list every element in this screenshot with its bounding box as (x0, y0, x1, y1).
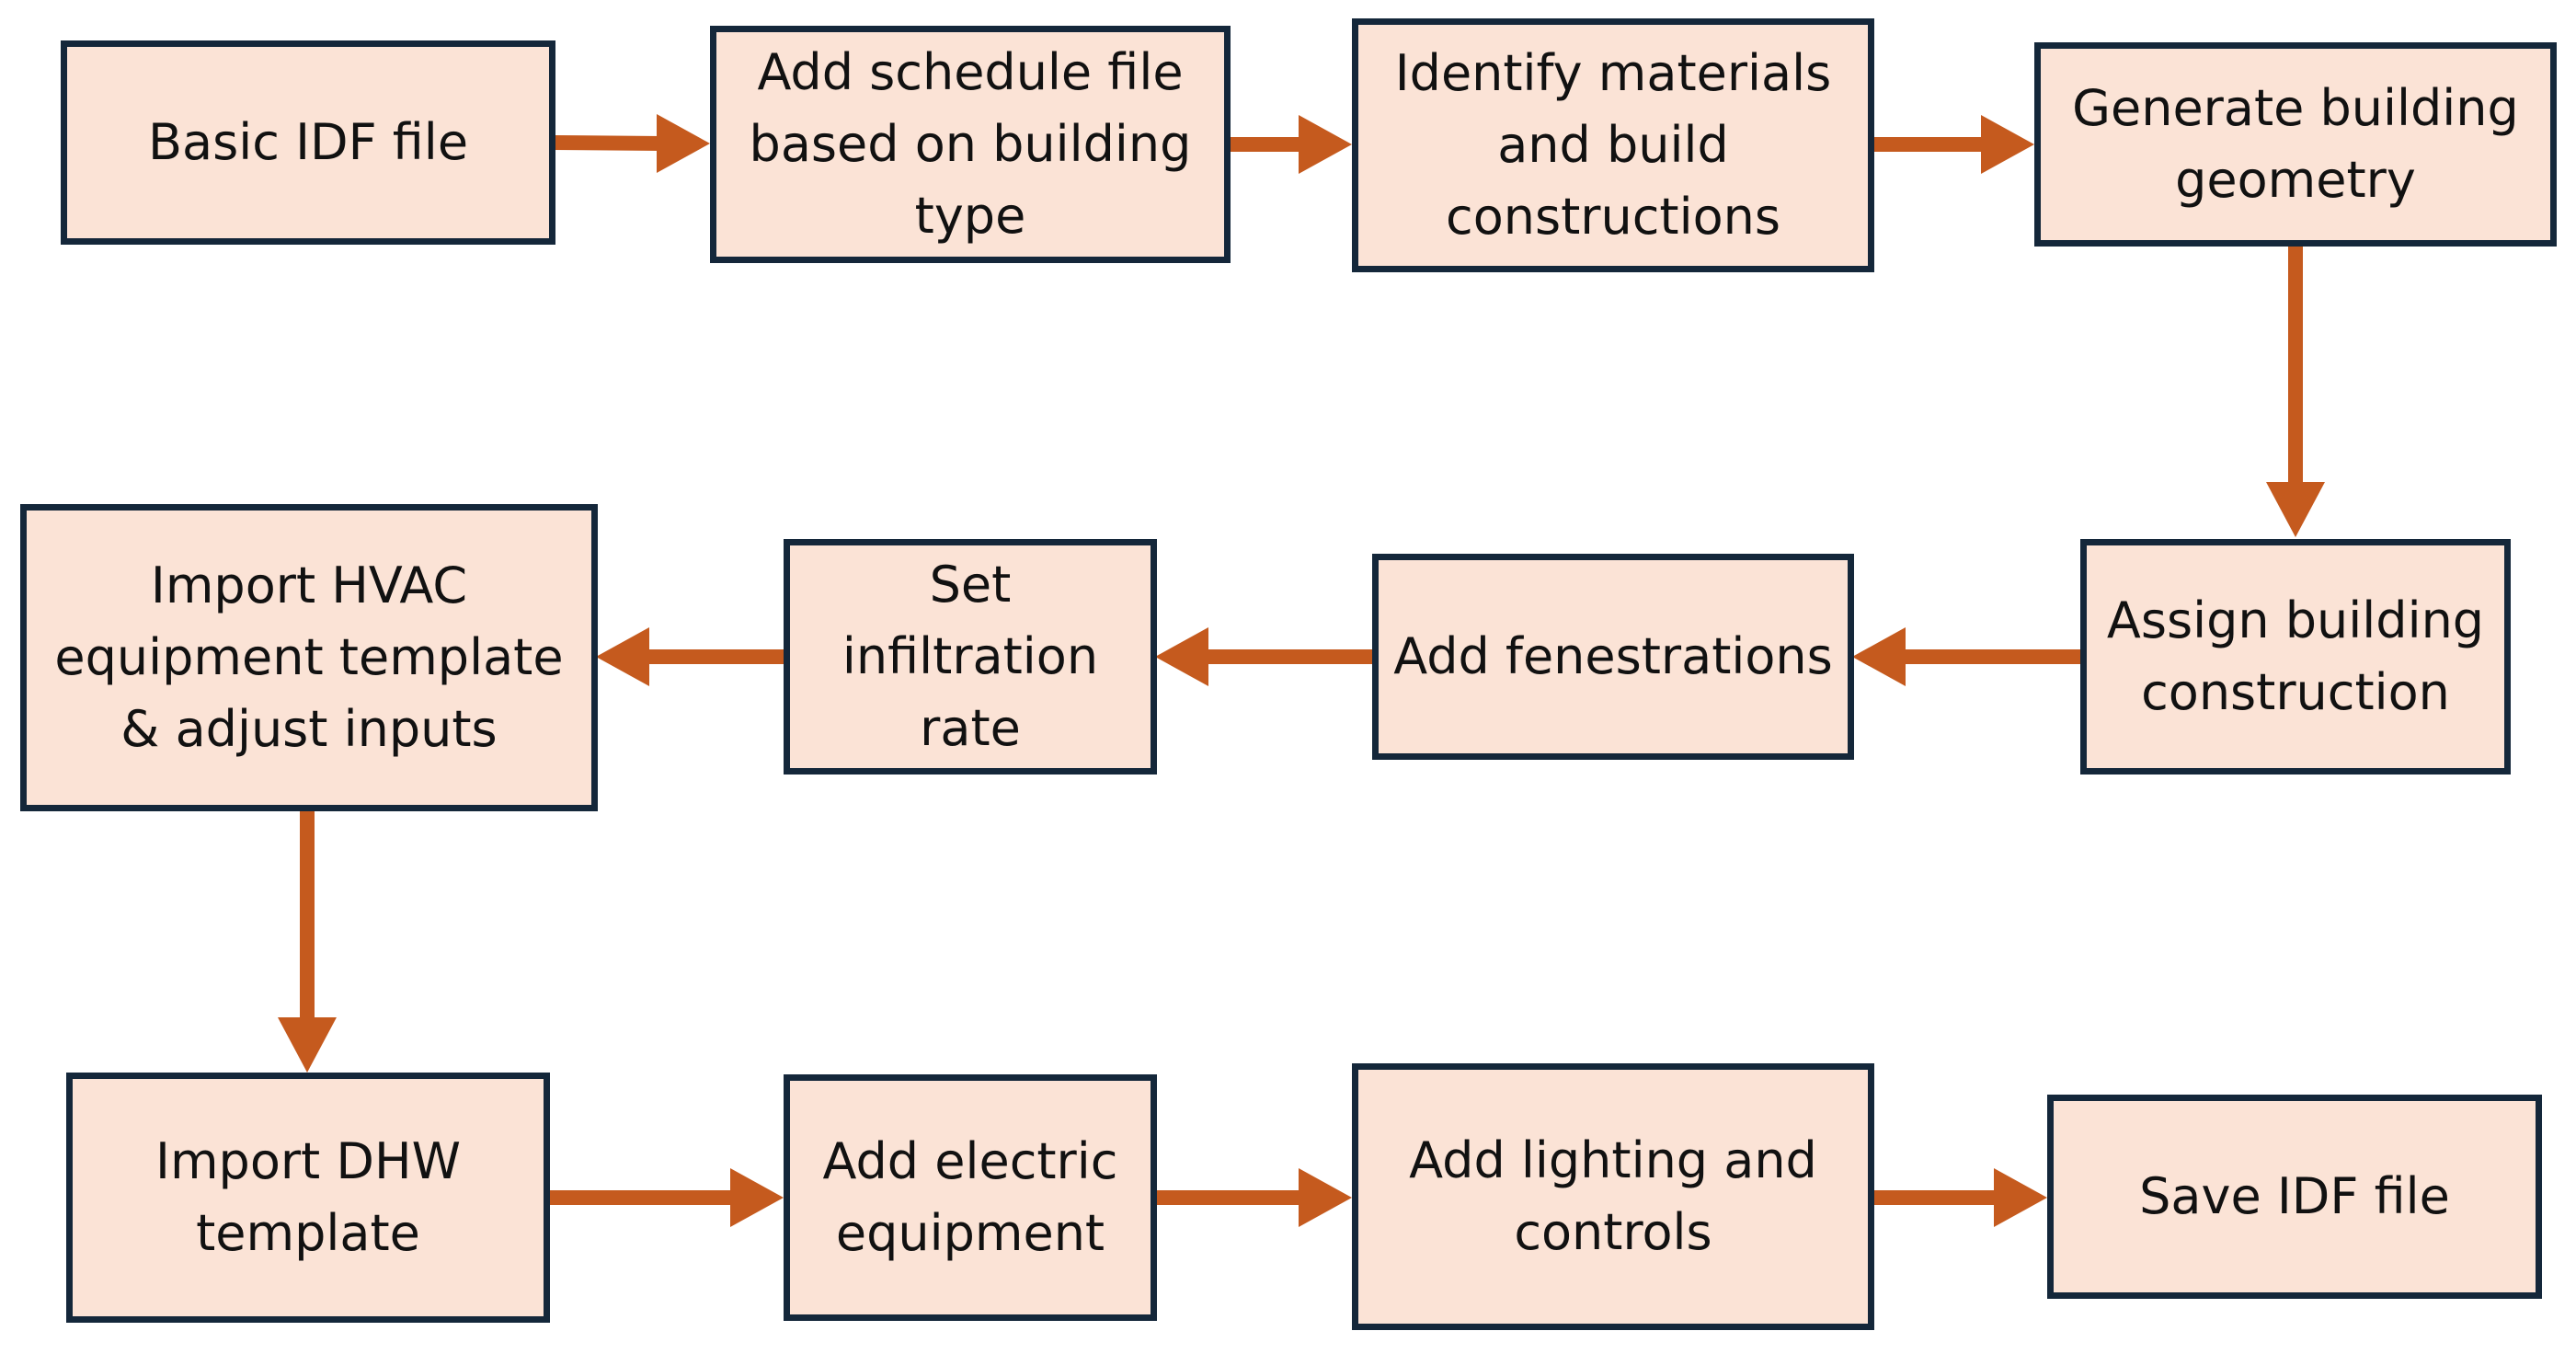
arrow-geometry-to-assign (2266, 245, 2325, 537)
step-generate-geometry: Generate building geometry (2034, 42, 2557, 247)
step-label: Generate building geometry (2072, 79, 2519, 209)
arrow-basic-idf-to-schedule (553, 114, 710, 173)
arrow-fenestrations-to-infiltration (1155, 627, 1374, 686)
step-basic-idf-file: Basic IDF file (61, 40, 555, 245)
step-add-lighting: Add lighting and controls (1352, 1063, 1874, 1330)
step-add-schedule-file: Add schedule file based on building type (710, 26, 1231, 263)
step-import-hvac: Import HVAC equipment template & adjust … (20, 504, 598, 811)
step-save-idf-file: Save IDF file (2047, 1095, 2542, 1299)
arrow-electric-to-lighting (1155, 1168, 1352, 1227)
step-label: Set infiltration rate (841, 556, 1099, 757)
arrow-infiltration-to-hvac (596, 627, 785, 686)
arrow-schedule-to-materials (1229, 115, 1352, 174)
step-label: Basic IDF file (147, 113, 469, 171)
step-assign-construction: Assign building construction (2080, 539, 2511, 775)
step-set-infiltration: Set infiltration rate (784, 539, 1157, 775)
step-import-dhw: Import DHW template (66, 1073, 550, 1323)
step-label: Add electric equipment (822, 1132, 1118, 1262)
step-identify-materials: Identify materials and build constructio… (1352, 18, 1874, 272)
step-label: Identify materials and build constructio… (1394, 44, 1832, 246)
step-label: Add schedule file based on building type (749, 43, 1192, 245)
arrow-hvac-to-dhw (278, 809, 337, 1073)
step-add-electric: Add electric equipment (784, 1074, 1157, 1321)
step-label: Import HVAC equipment template & adjust … (54, 557, 564, 758)
step-label: Assign building construction (2106, 591, 2485, 721)
step-label: Add lighting and controls (1409, 1131, 1817, 1261)
step-add-fenestrations: Add fenestrations (1372, 554, 1854, 760)
step-label: Save IDF file (2139, 1167, 2450, 1225)
arrow-assign-to-fenestrations (1852, 627, 2082, 686)
step-label: Import DHW template (155, 1132, 461, 1262)
step-label: Add fenestrations (1393, 627, 1833, 685)
arrow-materials-to-geometry (1872, 115, 2034, 174)
arrow-lighting-to-save (1872, 1168, 2047, 1227)
arrow-dhw-to-electric (548, 1168, 784, 1227)
